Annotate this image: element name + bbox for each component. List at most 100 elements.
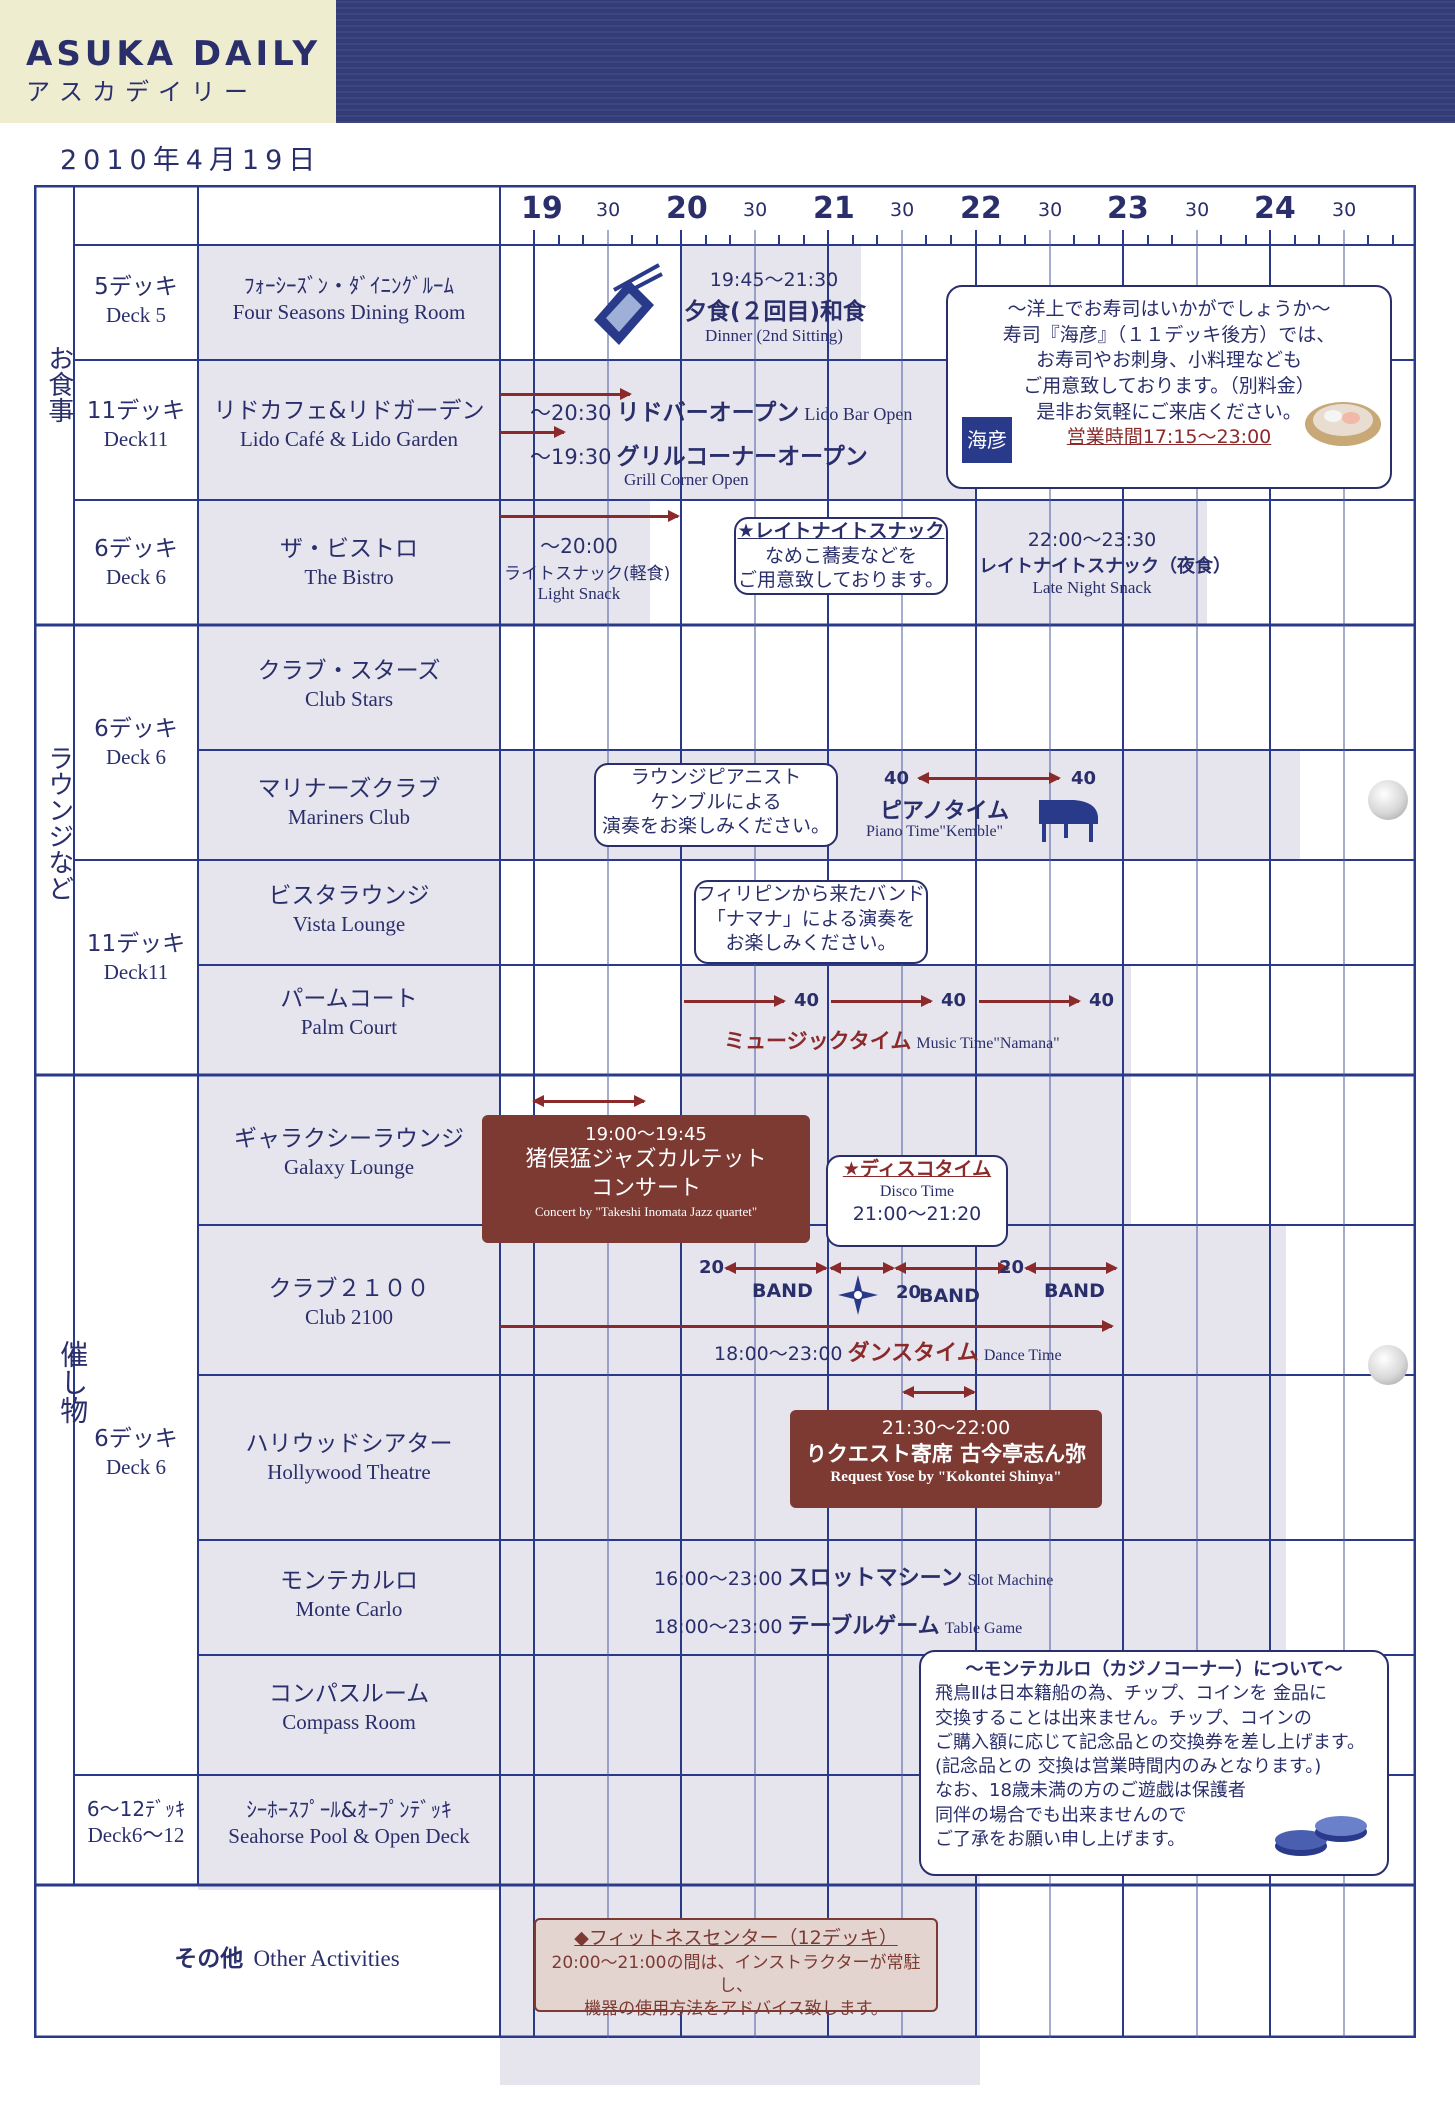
yose-event: 21:30～22:00 りクエスト寄席 古今亭志ん弥 Request Yose … bbox=[790, 1410, 1102, 1508]
bistro-snack-shade bbox=[500, 500, 650, 625]
chopsticks-icon bbox=[594, 263, 663, 345]
half-hour-label: 30 bbox=[1185, 199, 1210, 221]
piano-time-jp: ピアノタイム bbox=[880, 799, 1010, 824]
band-label: BAND bbox=[752, 1280, 813, 1302]
title-en: ASUKA DAILY bbox=[26, 34, 322, 74]
binder-hole bbox=[1368, 780, 1408, 820]
half-hour-label: 30 bbox=[1332, 199, 1357, 221]
half-hour-label: 30 bbox=[596, 199, 621, 221]
late-snack-note: ★レイトナイトスナック なめこ蕎麦などを ご用意致しております。 bbox=[734, 517, 948, 595]
half-hour-label: 30 bbox=[743, 199, 768, 221]
pianist-note: ラウンジピアニスト ケンブルによる 演奏をお楽しみください。 bbox=[594, 763, 838, 847]
disco-note: ★ディスコタイム Disco Time 21:00～21:20 bbox=[826, 1155, 1008, 1247]
binder-hole bbox=[1368, 1345, 1408, 1385]
lido-shade bbox=[500, 360, 976, 500]
casino-note: ～モンテカルロ（カジノコーナー）について～ 飛鳥Ⅱは日本籍船の為、チップ、コイン… bbox=[919, 1650, 1389, 1876]
grill-arrow bbox=[500, 426, 566, 438]
band-arrow bbox=[1024, 1262, 1118, 1274]
hour-label: 22 bbox=[960, 191, 1002, 226]
dance-arrow bbox=[500, 1320, 1114, 1332]
fitness-note: ◆フィットネスセンター（12デッキ） 20:00～21:00の間は、インストラク… bbox=[534, 1918, 938, 2019]
category-events: 催し物 bbox=[56, 1340, 90, 1424]
sushi-note: ～洋上でお寿司はいかがでしょうか～ 寿司『海彦』（１１デッキ後方）では、 お寿司… bbox=[946, 285, 1392, 489]
grand-piano-icon bbox=[1039, 800, 1099, 842]
disco-arrow bbox=[829, 1262, 895, 1274]
umihiko-logo: 海彦 bbox=[962, 417, 1012, 463]
light-snack-event: ～20:00 ライトスナック(軽食) Light Snack bbox=[504, 534, 671, 603]
venue-other: その他 Other Activities bbox=[174, 1946, 400, 1972]
music-count: 40 bbox=[794, 990, 820, 1011]
category-dining: お食事 bbox=[43, 345, 74, 423]
band-label: BAND bbox=[919, 1285, 980, 1307]
dinner-event: 19:45～21:30 夕食(２回目)和食 Dinner (2nd Sittin… bbox=[684, 269, 867, 345]
hour-label: 19 bbox=[521, 191, 563, 226]
band-count: 20 bbox=[699, 1257, 725, 1278]
half-hour-label: 30 bbox=[890, 199, 915, 221]
hour-label: 24 bbox=[1254, 191, 1296, 226]
grill-event: ～19:30 グリルコーナーオープン bbox=[530, 444, 868, 470]
piano-count: 40 bbox=[1071, 768, 1097, 789]
music-count: 40 bbox=[941, 990, 967, 1011]
casino-chips-icon bbox=[1275, 1816, 1367, 1856]
casino-shade bbox=[500, 1715, 980, 2085]
category-lounge: ラウンジなど bbox=[43, 745, 74, 901]
title-jp: アスカデイリー bbox=[26, 78, 257, 106]
jazz-arrow bbox=[532, 1095, 646, 1107]
piano-arrow bbox=[917, 772, 1061, 784]
sushi-plate-icon bbox=[1305, 402, 1381, 446]
light-snack-arrow bbox=[500, 510, 680, 522]
band-note: フィリピンから来たバンド 「ナマナ」による演奏を お楽しみください。 bbox=[694, 880, 928, 964]
late-snack-shade bbox=[976, 500, 1207, 625]
band-count: 20 bbox=[896, 1282, 922, 1303]
dance-event: 18:00～23:00 ダンスタイム Dance Time bbox=[714, 1341, 1062, 1366]
band-arrow bbox=[894, 1262, 1010, 1274]
hour-label: 21 bbox=[813, 191, 855, 226]
music-count: 40 bbox=[1089, 990, 1115, 1011]
lido-bar-arrow bbox=[500, 388, 632, 400]
jazz-concert: 19:00～19:45 猪俣猛ジャズカルテット コンサート Concert by… bbox=[482, 1115, 810, 1243]
venue-column-shade bbox=[198, 245, 500, 1890]
header-title-panel bbox=[0, 0, 336, 123]
music-arrow bbox=[684, 995, 786, 1007]
date: 2010年4月19日 bbox=[60, 145, 322, 176]
music-time-event: ミュージックタイム Music Time"Namana" bbox=[724, 1029, 1060, 1053]
music-arrow bbox=[979, 995, 1081, 1007]
compass-rose-icon bbox=[838, 1275, 878, 1315]
table-game-event: 18:00～23:00 テーブルゲーム Table Game bbox=[654, 1614, 1023, 1639]
header-band bbox=[336, 0, 1455, 123]
piano-count: 40 bbox=[884, 768, 910, 789]
band-arrow bbox=[724, 1262, 828, 1274]
yose-arrow bbox=[902, 1386, 976, 1398]
schedule-grid: 19 30 20 30 21 30 22 30 23 30 24 30 お食事 … bbox=[34, 185, 1416, 2085]
band-count: 20 bbox=[999, 1257, 1025, 1278]
hour-label: 20 bbox=[666, 191, 708, 226]
hour-label: 23 bbox=[1107, 191, 1149, 226]
late-snack-event: 22:00～23:30 レイトナイトスナック（夜食） Late Night Sn… bbox=[979, 529, 1231, 597]
slot-machine-event: 16:00～23:00 スロットマシーン Slot Machine bbox=[654, 1566, 1054, 1591]
piano-time-en: Piano Time"Kemble" bbox=[866, 823, 1004, 840]
dinner-shade bbox=[681, 245, 861, 360]
lido-bar-event: ～20:30 リドバーオープン Lido Bar Open bbox=[530, 400, 913, 426]
grill-event-en: Grill Corner Open bbox=[624, 470, 749, 489]
half-hour-label: 30 bbox=[1038, 199, 1063, 221]
band-label: BAND bbox=[1044, 1280, 1105, 1302]
